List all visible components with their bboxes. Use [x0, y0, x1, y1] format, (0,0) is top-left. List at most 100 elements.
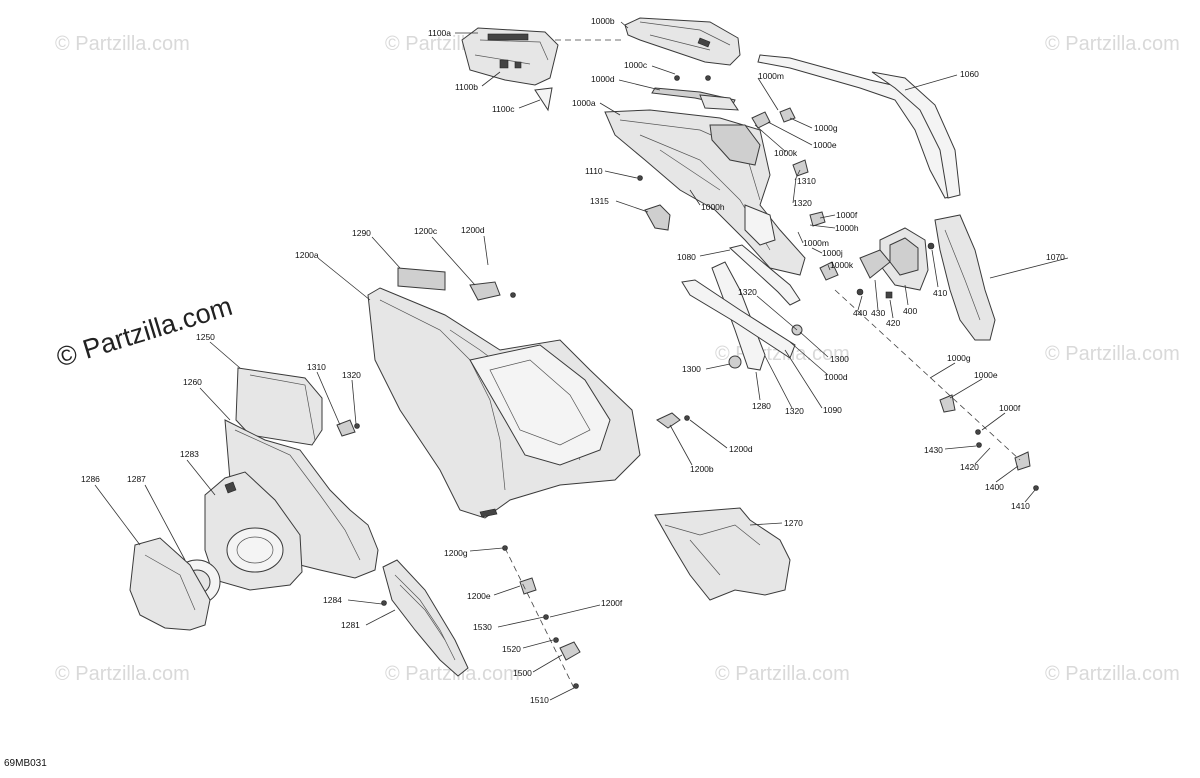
- callout-410[interactable]: 410: [933, 288, 947, 298]
- part-420[interactable]: [885, 291, 893, 299]
- callout-1310[interactable]: 1310: [307, 362, 326, 372]
- callout-1000c[interactable]: 1000c: [624, 60, 648, 70]
- callout-1000f[interactable]: 1000f: [836, 210, 858, 220]
- part-1080[interactable]: [728, 244, 801, 306]
- callout-1000m[interactable]: 1000m: [803, 238, 829, 248]
- part-1284[interactable]: [381, 600, 387, 606]
- callout-1284[interactable]: 1284: [323, 595, 342, 605]
- callout-1287[interactable]: 1287: [127, 474, 146, 484]
- callout-1000h[interactable]: 1000h: [701, 202, 725, 212]
- callout-1530[interactable]: 1530: [473, 622, 492, 632]
- callout-1100a[interactable]: 1100a: [428, 28, 451, 38]
- callout-1300[interactable]: 1300: [830, 354, 849, 364]
- callout-430[interactable]: 430: [871, 308, 885, 318]
- watermark-text: © Partzilla.com: [1045, 663, 1180, 685]
- callout-1300[interactable]: 1300: [682, 364, 701, 374]
- part-1200c[interactable]: [469, 281, 501, 301]
- fastener-group-top: [637, 75, 839, 281]
- watermark-text: © Partzilla.com: [1045, 33, 1180, 55]
- callout-1320[interactable]: 1320: [793, 198, 812, 208]
- callout-1200c[interactable]: 1200c: [414, 226, 438, 236]
- callout-1000j[interactable]: 1000j: [822, 248, 843, 258]
- callout-440[interactable]: 440: [853, 308, 867, 318]
- part-1000b[interactable]: [624, 17, 741, 66]
- part-1300[interactable]: [728, 355, 742, 369]
- part-1100a[interactable]: [461, 27, 559, 86]
- callout-1320[interactable]: 1320: [738, 287, 757, 297]
- callout-1200e[interactable]: 1200e: [467, 591, 491, 601]
- callout-1290[interactable]: 1290: [352, 228, 371, 238]
- callout-1260[interactable]: 1260: [183, 377, 202, 387]
- part-1200d[interactable]: [684, 415, 690, 421]
- callout-1100c[interactable]: 1100c: [492, 104, 515, 114]
- callout-1000e[interactable]: 1000e: [974, 370, 998, 380]
- watermark-text: © Partzilla.com: [385, 663, 520, 685]
- callout-1270[interactable]: 1270: [784, 518, 803, 528]
- callout-1000f[interactable]: 1000f: [999, 403, 1021, 413]
- callout-1430[interactable]: 1430: [924, 445, 943, 455]
- callout-1200d[interactable]: 1200d: [461, 225, 485, 235]
- part-430[interactable]: [859, 249, 891, 279]
- callout-1500[interactable]: 1500: [513, 668, 532, 678]
- callout-1250[interactable]: 1250: [196, 332, 215, 342]
- part-410[interactable]: [927, 242, 935, 250]
- callout-1000d[interactable]: 1000d: [824, 372, 848, 382]
- callout-1000h[interactable]: 1000h: [835, 223, 859, 233]
- part-1200d[interactable]: [510, 292, 516, 298]
- callout-1100b[interactable]: 1100b: [455, 82, 478, 92]
- part-1000d-clip[interactable]: [699, 94, 739, 111]
- part-1060[interactable]: [757, 54, 961, 199]
- callout-1080[interactable]: 1080: [677, 252, 696, 262]
- callout-1000b[interactable]: 1000b: [591, 16, 615, 26]
- callout-1000m[interactable]: 1000m: [758, 71, 784, 81]
- part-1290[interactable]: [397, 267, 446, 291]
- callout-1000k[interactable]: 1000k: [774, 148, 798, 158]
- callout-1280[interactable]: 1280: [752, 401, 771, 411]
- callout-1281[interactable]: 1281: [341, 620, 360, 630]
- callout-1510[interactable]: 1510: [530, 695, 549, 705]
- callout-1200a[interactable]: 1200a: [295, 250, 319, 260]
- part-1315[interactable]: [644, 204, 671, 231]
- fastener-group-lower: [502, 545, 581, 689]
- callout-1286[interactable]: 1286: [81, 474, 100, 484]
- part-1320[interactable]: [354, 423, 360, 429]
- part-1000a[interactable]: [604, 109, 806, 276]
- callout-1315[interactable]: 1315: [590, 196, 609, 206]
- callout-1110[interactable]: 1110: [585, 166, 603, 176]
- callout-1310[interactable]: 1310: [797, 176, 816, 186]
- callout-1090[interactable]: 1090: [823, 405, 842, 415]
- callout-1200f[interactable]: 1200f: [601, 598, 623, 608]
- part-400[interactable]: [879, 227, 929, 291]
- callout-1320[interactable]: 1320: [342, 370, 361, 380]
- callout-1520[interactable]: 1520: [502, 644, 521, 654]
- callout-1060[interactable]: 1060: [960, 69, 979, 79]
- part-1100c[interactable]: [534, 87, 553, 112]
- callout-1070[interactable]: 1070: [1046, 252, 1065, 262]
- callout-1000k[interactable]: 1000k: [830, 260, 854, 270]
- part-1200a[interactable]: [367, 287, 641, 519]
- callout-1000g[interactable]: 1000g: [947, 353, 971, 363]
- part-1270[interactable]: [654, 507, 791, 601]
- callout-1200g[interactable]: 1200g: [444, 548, 468, 558]
- callout-1200b[interactable]: 1200b: [690, 464, 714, 474]
- part-1090[interactable]: [681, 279, 796, 359]
- callout-420[interactable]: 420: [886, 318, 900, 328]
- callout-1320[interactable]: 1320: [785, 406, 804, 416]
- callout-1283[interactable]: 1283: [180, 449, 199, 459]
- callout-1400[interactable]: 1400: [985, 482, 1004, 492]
- callout-400[interactable]: 400: [903, 306, 917, 316]
- callout-1410[interactable]: 1410: [1011, 501, 1030, 511]
- callout-1200d[interactable]: 1200d: [729, 444, 753, 454]
- callout-1000a[interactable]: 1000a: [572, 98, 596, 108]
- part-1281[interactable]: [382, 559, 469, 677]
- part-1310[interactable]: [336, 419, 356, 437]
- callout-1000g[interactable]: 1000g: [814, 123, 838, 133]
- part-1200b[interactable]: [656, 412, 681, 429]
- callout-1420[interactable]: 1420: [960, 462, 979, 472]
- part-1286[interactable]: [129, 537, 211, 631]
- part-440[interactable]: [856, 288, 864, 296]
- part-1250[interactable]: [235, 367, 323, 446]
- part-1070[interactable]: [934, 214, 996, 341]
- callout-1000e[interactable]: 1000e: [813, 140, 837, 150]
- callout-1000d[interactable]: 1000d: [591, 74, 615, 84]
